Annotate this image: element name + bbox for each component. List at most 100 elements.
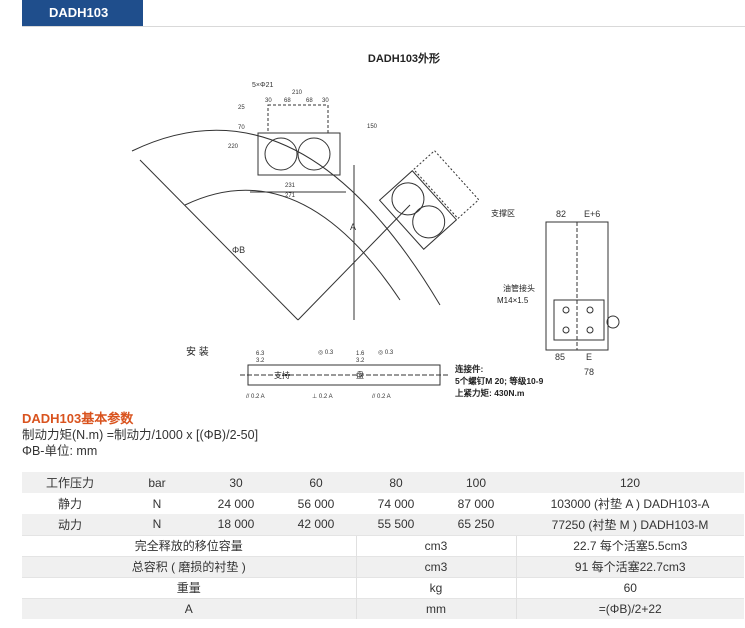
dim-68: 68 xyxy=(306,98,313,104)
table-row: 动力 N 18 000 42 000 55 500 65 250 77250 (… xyxy=(22,514,744,535)
dim-bolt: 5×Φ21 xyxy=(252,82,273,89)
caliper-right xyxy=(378,149,480,250)
dim-a: A xyxy=(350,222,356,232)
cell: 30 xyxy=(196,472,276,493)
cell: 24 000 xyxy=(217,496,255,511)
top-bar: DADH103 xyxy=(22,0,745,27)
center-line-left xyxy=(139,159,299,321)
caliper-top-mount xyxy=(267,104,329,134)
row-unit: N xyxy=(118,514,196,535)
dim-210: 210 xyxy=(292,90,303,96)
row-unit: cm3 xyxy=(355,555,516,577)
install-disc: 盘 xyxy=(356,370,364,380)
row-unit: mm xyxy=(355,597,516,619)
dim-82: 82 xyxy=(556,209,566,219)
table-row: 完全释放的移位容量 cm3 22.7 每个活塞5.5cm3 xyxy=(22,534,744,556)
mount-hole xyxy=(562,326,570,334)
side-view-caliper xyxy=(553,299,605,341)
row-label: 静力 xyxy=(57,497,82,511)
cell: 100 xyxy=(436,472,516,493)
dim-70: 70 xyxy=(238,125,245,131)
oil-port-icon xyxy=(606,315,620,329)
row-unit: cm3 xyxy=(355,534,516,556)
row-label: A xyxy=(22,597,356,619)
piston-circle xyxy=(412,205,446,239)
cell: 74 000 xyxy=(377,496,415,511)
dim-e6: E+6 xyxy=(584,209,600,219)
tab-dadh103[interactable]: DADH103 xyxy=(22,0,143,26)
roughness-value: 3.2 xyxy=(256,358,265,364)
piston-circle xyxy=(297,137,331,171)
roughness-value: 1.6 xyxy=(356,351,365,357)
cell: 120 xyxy=(516,472,744,493)
tolerance-frame: ◎ 0.3 xyxy=(378,350,394,356)
params-title: DADH103基本参数 xyxy=(22,411,134,426)
table-row: 工作压力 bar 30 60 80 100 120 xyxy=(22,472,744,493)
oil-thread-label: M14×1.5 xyxy=(497,296,529,305)
cell: 103000 (衬垫 A ) DADH103-A xyxy=(550,497,710,511)
roughness-value: 3.2 xyxy=(356,358,365,364)
dim-25: 25 xyxy=(238,105,245,111)
piston-circle xyxy=(391,182,425,216)
diameter-unit-note: ΦB-单位: mm xyxy=(22,444,98,458)
cell: 60 xyxy=(515,576,744,598)
support-zone-label: 支撑区 xyxy=(491,208,515,218)
cell: 87 000 xyxy=(457,496,495,511)
params-section: DADH103基本参数 制动力矩(N.m) =制动力/1000 x [(ΦB)/… xyxy=(22,411,742,459)
row-label: 重量 xyxy=(22,576,356,598)
table-row: 静力 N 24 000 56 000 74 000 87 000 103000 … xyxy=(22,493,744,514)
cell: 18 000 xyxy=(196,514,276,535)
tolerance-frame: ⊥ 0.2 A xyxy=(312,393,333,400)
table-row: A mm =(ΦB)/2+22 xyxy=(22,597,744,619)
install-label: 安 装 xyxy=(186,345,209,358)
dim-85: 85 xyxy=(555,352,565,362)
dim-30: 30 xyxy=(265,98,272,104)
conn-title: 连接件: xyxy=(455,364,484,374)
tolerance-frame: // 0.2 A xyxy=(372,394,391,400)
conn-bolts: 5个螺钉M 20; 等级10-9 xyxy=(455,376,544,386)
dim-78: 78 xyxy=(584,367,594,377)
dim-30: 30 xyxy=(322,98,329,104)
mount-hole xyxy=(586,326,594,334)
torque-formula: 制动力矩(N.m) =制动力/1000 x [(ΦB)/2-50] xyxy=(22,428,259,442)
mount-hole xyxy=(562,306,570,314)
dim-231: 231 xyxy=(285,183,296,189)
row-unit: N xyxy=(152,496,162,511)
drawing-title: DADH103外形 xyxy=(368,51,440,65)
conn-torque: 上紧力矩: 430N.m xyxy=(455,388,525,398)
tolerance-frame: // 0.2 A xyxy=(246,394,265,400)
oil-connector-label: 油管接头 xyxy=(503,283,535,293)
cell: =(ΦB)/2+22 xyxy=(515,597,744,619)
cell: 77250 (衬垫 M ) DADH103-M xyxy=(516,514,744,535)
tolerance-frame: ◎ 0.3 xyxy=(318,350,334,356)
cell: 42 000 xyxy=(276,514,356,535)
spec-table: 工作压力 bar 30 60 80 100 120 静力 N 24 000 56… xyxy=(22,472,744,619)
cell: 56 000 xyxy=(297,496,335,511)
row-label: 工作压力 xyxy=(22,472,118,493)
roughness-value: 6.3 xyxy=(256,351,265,357)
install-support: 支持 xyxy=(274,370,290,380)
row-unit: kg xyxy=(355,576,516,598)
dim-150: 150 xyxy=(367,124,378,130)
caliper-right-body xyxy=(378,170,458,250)
technical-drawing: DADH103外形 A ΦB 5×Φ21 210 30 68 68 30 25 … xyxy=(131,51,620,400)
dim-271: 271 xyxy=(285,193,296,199)
dim-b: ΦB xyxy=(232,245,245,255)
dim-220: 220 xyxy=(228,144,239,150)
row-label: 总容积 ( 磨损的衬垫 ) xyxy=(22,555,356,577)
mount-hole xyxy=(586,306,594,314)
dim-e: E xyxy=(586,352,592,362)
cell: 22.7 每个活塞5.5cm3 xyxy=(515,534,744,556)
cell: 55 500 xyxy=(356,514,436,535)
disc-outer-arc xyxy=(131,129,441,306)
row-unit: bar xyxy=(118,472,196,493)
cell: 65 250 xyxy=(436,514,516,535)
disc-inner-arc xyxy=(184,189,401,301)
dim-68: 68 xyxy=(284,98,291,104)
row-label: 完全释放的移位容量 xyxy=(22,534,356,556)
piston-circle xyxy=(264,137,298,171)
row-label: 动力 xyxy=(22,514,118,535)
cell: 91 每个活塞22.7cm3 xyxy=(515,555,744,577)
cell: 60 xyxy=(276,472,356,493)
table-row: 总容积 ( 磨损的衬垫 ) cm3 91 每个活塞22.7cm3 xyxy=(22,555,744,577)
